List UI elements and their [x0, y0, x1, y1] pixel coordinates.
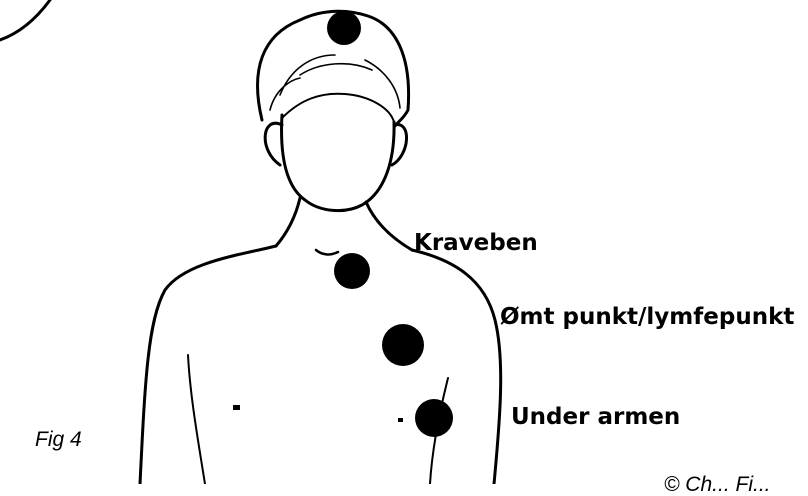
label-collarbone: Kraveben	[414, 232, 538, 255]
point-under-arm	[415, 399, 453, 437]
left-ear	[265, 123, 282, 165]
point-collarbone	[334, 253, 370, 289]
point-tender	[382, 324, 424, 366]
right-shoulder-arm	[412, 250, 501, 484]
label-under-arm: Under armen	[511, 406, 680, 429]
copyright-notice: © Ch... Fi...	[664, 474, 771, 495]
left-nipple	[233, 405, 240, 410]
neck-left	[276, 198, 300, 246]
hairline	[282, 94, 394, 122]
body-outline-illustration	[0, 0, 808, 484]
label-tender-point: Ømt punkt/lymfepunkt	[500, 306, 794, 329]
left-shoulder-arm	[140, 246, 276, 484]
corner-arc	[0, 0, 50, 40]
face	[282, 115, 395, 211]
right-mark	[398, 418, 403, 422]
figure-caption: Fig 4	[35, 429, 82, 450]
clavicle-mark	[316, 250, 338, 254]
neck-right	[366, 202, 412, 250]
hair-strands	[270, 55, 400, 110]
point-crown	[327, 11, 361, 45]
left-torso	[188, 355, 205, 484]
